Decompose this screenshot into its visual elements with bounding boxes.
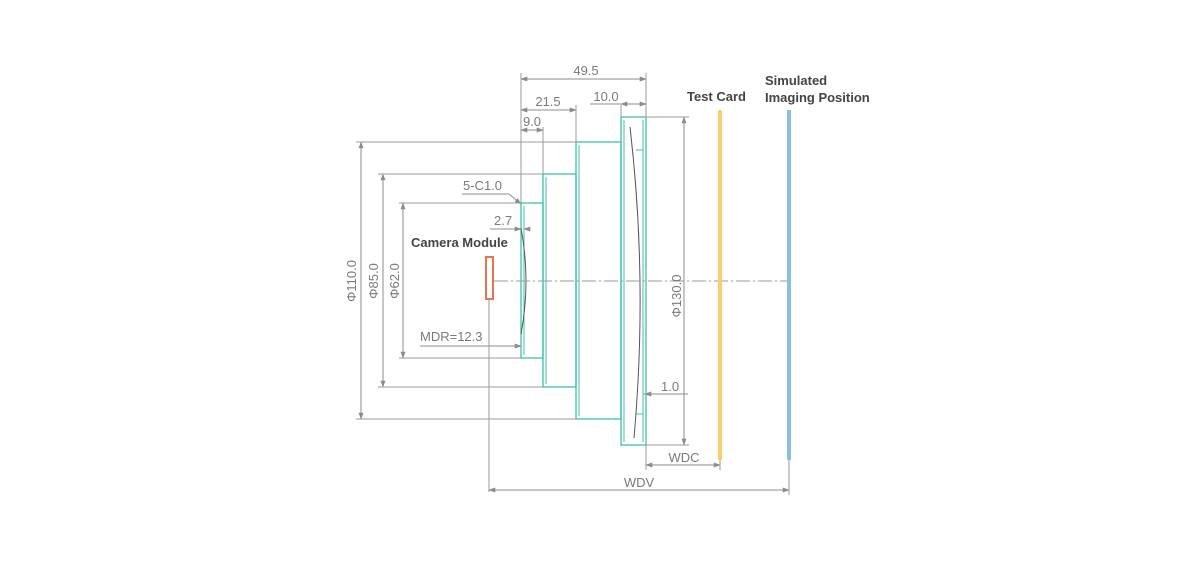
dim-2-7: 2.7 [494, 213, 512, 228]
dim-chamfer: 5-C1.0 [463, 178, 502, 193]
dim-1-0: 1.0 [661, 379, 679, 394]
test-card-plane [718, 110, 722, 460]
simulated-label-line2: Imaging Position [765, 90, 870, 105]
dim-wdc: WDC [668, 450, 699, 465]
camera-module-label: Camera Module [411, 235, 508, 250]
camera-module-sensor [485, 256, 494, 300]
dim-21-5: 21.5 [535, 94, 560, 109]
dim-phi-85: Φ85.0 [366, 263, 381, 299]
front-lens-surface [629, 126, 641, 439]
dim-wdv: WDV [624, 475, 655, 490]
dim-10-0: 10.0 [593, 89, 618, 104]
dim-phi-62: Φ62.0 [387, 263, 402, 299]
dim-49-5: 49.5 [573, 63, 598, 78]
dim-phi-110: Φ110.0 [344, 260, 359, 302]
simulated-imaging-plane [787, 110, 791, 460]
dim-9-0: 9.0 [523, 114, 541, 129]
test-card-label: Test Card [687, 89, 746, 104]
dim-phi-130: Φ130.0 [669, 275, 684, 318]
dim-mdr: MDR=12.3 [420, 329, 483, 344]
simulated-label-line1: Simulated [765, 73, 827, 88]
